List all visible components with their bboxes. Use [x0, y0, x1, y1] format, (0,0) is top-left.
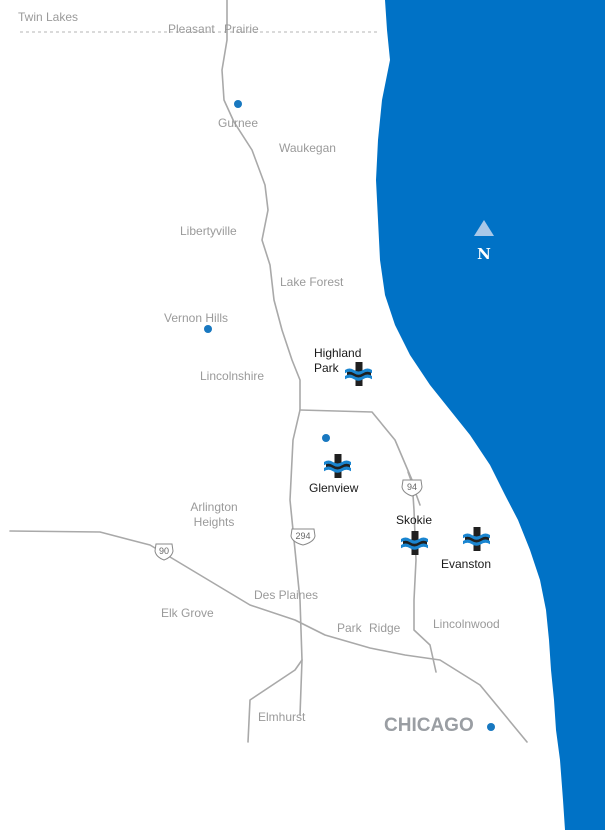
town-libertyville: Libertyville: [180, 224, 237, 238]
glenview-marker[interactable]: [322, 434, 330, 442]
town-heights: Heights: [194, 515, 235, 529]
town-waukegan: Waukegan: [279, 141, 336, 155]
hospital-cross-icon[interactable]: [345, 362, 372, 386]
town-lake-forest: Lake Forest: [280, 275, 344, 289]
town-twin-lakes: Twin Lakes: [18, 10, 78, 24]
hospital-cross-icon[interactable]: [463, 527, 490, 551]
hospital-evanston-label: Evanston: [441, 557, 491, 571]
interstate-90-shield: 90: [154, 543, 174, 561]
town-ridge: Ridge: [369, 621, 401, 635]
hospital-highland-park-label: Highland: [314, 346, 361, 360]
town-lincolnshire: Lincolnshire: [200, 369, 264, 383]
north-arrow-icon: [474, 220, 494, 236]
road-west-branch: [247, 659, 303, 743]
interstate-294-shield: 294: [290, 528, 316, 546]
town-lincolnwood: Lincolnwood: [433, 617, 500, 631]
shield-294-label: 294: [295, 531, 310, 541]
town-arlington: Arlington: [190, 500, 237, 514]
hospital-highland-park-label-2: Park: [314, 361, 340, 375]
lake-michigan: [376, 0, 605, 830]
compass-north-label: N: [477, 245, 491, 263]
road-interstate-90: [9, 530, 528, 743]
vernon-hills-marker[interactable]: [204, 325, 212, 333]
town-vernon-hills: Vernon Hills: [164, 311, 228, 325]
shield-90-label: 90: [159, 546, 169, 556]
road-north-south: [221, 0, 303, 716]
town-elk-grove: Elk Grove: [161, 606, 214, 620]
shield-94-label: 94: [407, 482, 417, 492]
town-pleasant: Pleasant: [168, 22, 215, 36]
hospital-skokie-label: Skokie: [396, 513, 432, 527]
chicago-marker[interactable]: [487, 723, 495, 731]
gurnee-marker[interactable]: [234, 100, 242, 108]
town-prairie: Prairie: [224, 22, 259, 36]
interstate-94-shield: 94: [401, 479, 423, 497]
city-chicago: CHICAGO: [384, 715, 474, 736]
hospital-cross-icon[interactable]: [401, 531, 428, 555]
town-elmhurst: Elmhurst: [258, 710, 306, 724]
town-gurnee: Gurnee: [218, 116, 258, 130]
town-des-plaines: Des Plaines: [254, 588, 318, 602]
town-park: Park: [337, 621, 363, 635]
hospital-glenview-label: Glenview: [309, 481, 359, 495]
hospital-cross-icon[interactable]: [324, 454, 351, 478]
